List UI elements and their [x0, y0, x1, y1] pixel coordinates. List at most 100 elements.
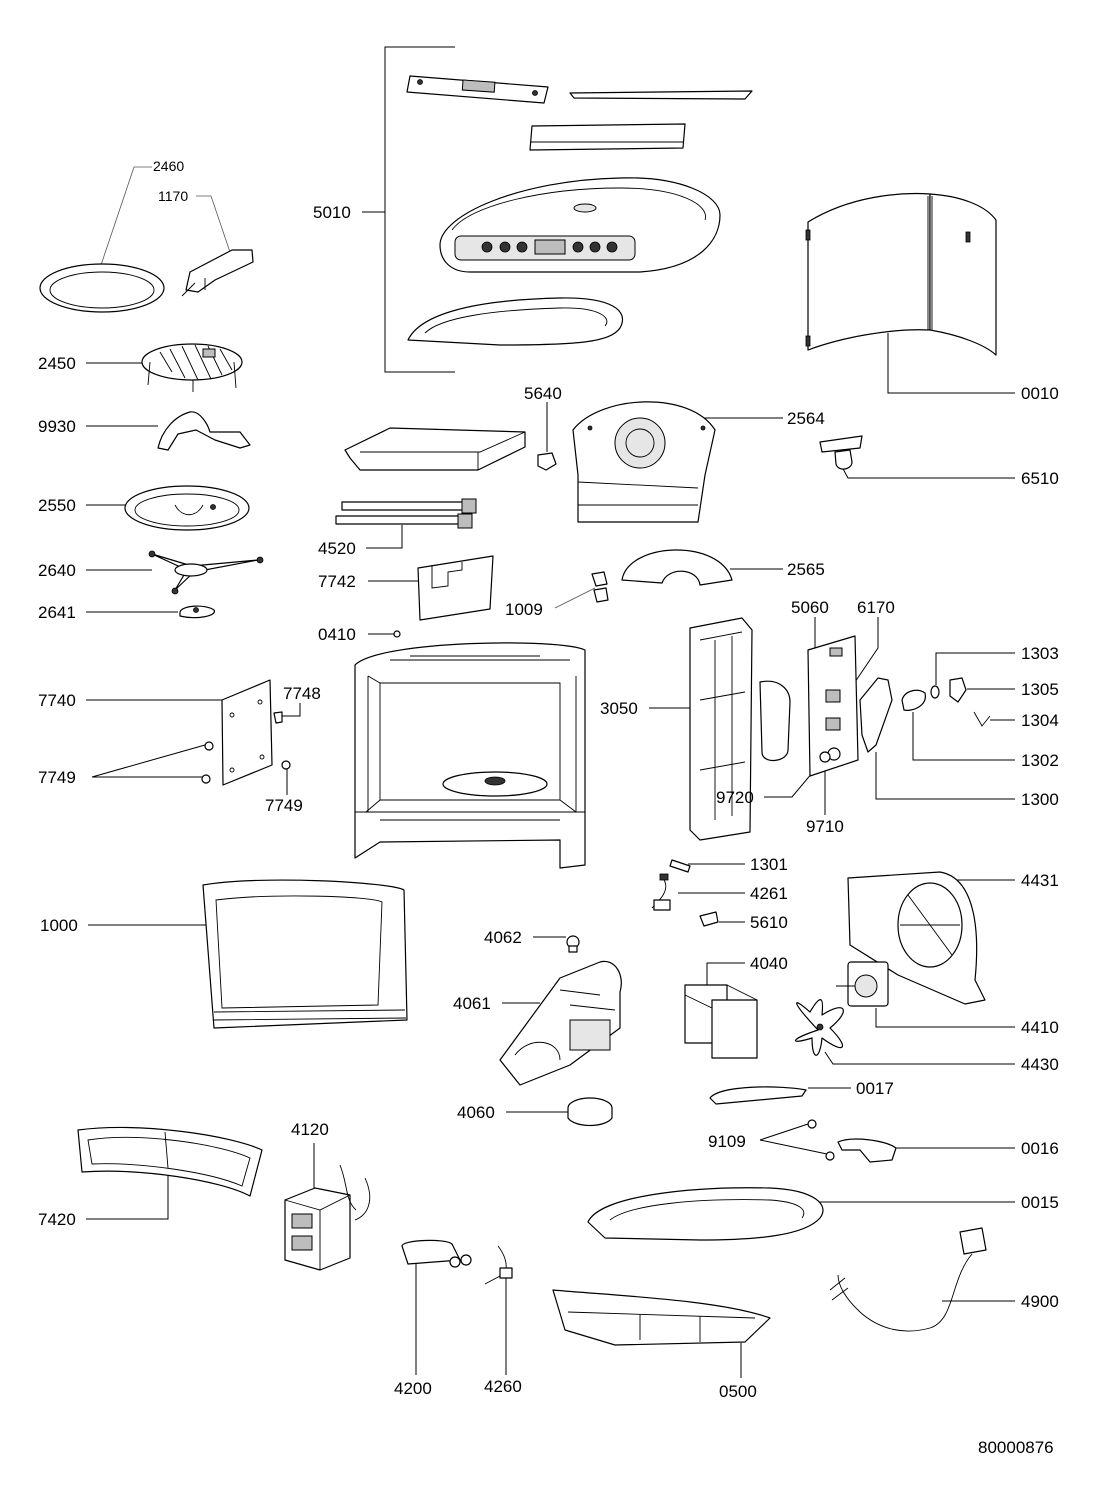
- part-7749-screws: [201, 741, 291, 784]
- part-2550-glass-turntable: [124, 485, 250, 531]
- part-2450-grill-rack: [141, 343, 243, 392]
- drawing-number: 80000876: [978, 1438, 1054, 1457]
- label-1009: 1009: [505, 600, 543, 619]
- label-1000: 1000: [40, 916, 78, 935]
- label-0500: 0500: [719, 1382, 757, 1401]
- label-1301: 1301: [750, 855, 788, 874]
- part-4431-fan-housing: [847, 871, 986, 1005]
- part-2460-round-plate: [39, 263, 165, 313]
- part-1301-wire: [669, 859, 691, 873]
- part-5610-bracket: [699, 911, 719, 927]
- label-0016: 0016: [1021, 1139, 1059, 1158]
- label-5010: 5010: [313, 203, 351, 222]
- part-4061-magnetron: [499, 960, 622, 1086]
- label-9720: 9720: [716, 788, 754, 807]
- part-6170-door-latch: [859, 677, 893, 753]
- part-4410-fan-motor: [836, 961, 889, 1007]
- part-4062-fuse: [566, 935, 580, 953]
- label-7749-right: 7749: [265, 796, 303, 815]
- part-4040-transformer: [684, 984, 758, 1059]
- part-0500-bottom-trim: [552, 1289, 771, 1346]
- label-4200: 4200: [394, 1379, 432, 1398]
- part-1009-bracket: [591, 571, 609, 603]
- part-0016-hinge: [837, 1138, 897, 1163]
- label-1303: 1303: [1021, 644, 1059, 663]
- part-4430-fan-blade: [794, 999, 844, 1056]
- part-2565-stirrer-cover: [621, 549, 733, 586]
- part-2640-roller-support: [148, 550, 264, 595]
- label-1300: 1300: [1021, 790, 1059, 809]
- part-7742-shield-sheet: [417, 555, 494, 621]
- part-7420-door-frame: [77, 1126, 263, 1197]
- label-7740: 7740: [38, 691, 76, 710]
- part-1302-switch: [901, 689, 926, 711]
- part-4261-wire: [651, 873, 671, 911]
- label-1305: 1305: [1021, 680, 1059, 699]
- label-1170: 1170: [158, 188, 188, 204]
- label-0010: 0010: [1021, 384, 1059, 403]
- label-7742: 7742: [318, 572, 356, 591]
- label-4410: 4410: [1021, 1018, 1059, 1037]
- label-4120: 4120: [291, 1120, 329, 1139]
- part-4260-diode: [484, 1245, 513, 1285]
- label-4060: 4060: [457, 1103, 495, 1122]
- part-7740-access-plate: [221, 679, 273, 786]
- label-7748: 7748: [283, 684, 321, 703]
- part-9109-screws: [807, 1119, 835, 1161]
- label-2565: 2565: [787, 560, 825, 579]
- part-6510-lamp: [819, 435, 863, 470]
- part-5010-control-panel-cover: [406, 75, 753, 346]
- label-7420: 7420: [38, 1210, 76, 1229]
- part-1000-door: [202, 879, 408, 1029]
- part-1303-ring: [930, 685, 940, 699]
- part-labels: 2460 1170 5010 0010 2450 9930 2550 2640 …: [38, 158, 1059, 1457]
- label-9109: 9109: [708, 1132, 746, 1151]
- label-1302: 1302: [1021, 751, 1059, 770]
- label-2550: 2550: [38, 496, 76, 515]
- label-4061: 4061: [453, 994, 491, 1013]
- label-5060: 5060: [791, 598, 829, 617]
- label-2460: 2460: [153, 158, 184, 174]
- label-6170: 6170: [857, 598, 895, 617]
- label-7749-left: 7749: [38, 768, 76, 787]
- label-2564: 2564: [787, 409, 825, 428]
- label-6510: 6510: [1021, 469, 1059, 488]
- label-9930: 9930: [38, 417, 76, 436]
- label-9710: 9710: [806, 817, 844, 836]
- label-0015: 0015: [1021, 1193, 1059, 1212]
- label-0410: 0410: [318, 625, 356, 644]
- part-3050-control-frame: [689, 617, 791, 841]
- label-4900: 4900: [1021, 1292, 1059, 1311]
- label-4260: 4260: [484, 1377, 522, 1396]
- part-7742-mica-cover: [344, 427, 526, 471]
- part-7748-screw: [273, 711, 283, 724]
- label-4430: 4430: [1021, 1055, 1059, 1074]
- part-9930-support-bracket: [157, 411, 251, 451]
- part-0017-trim-strip: [709, 1086, 807, 1105]
- part-9710-switch: [819, 751, 831, 763]
- label-4040: 4040: [750, 954, 788, 973]
- label-1304: 1304: [1021, 711, 1059, 730]
- part-0015-base-tray: [587, 1187, 824, 1241]
- label-3050: 3050: [600, 699, 638, 718]
- part-4900-power-cord: [829, 1227, 987, 1332]
- part-1304-spring: [973, 711, 991, 727]
- part-cavity-assembly: [354, 642, 586, 869]
- part-2641-coupler: [179, 605, 215, 619]
- part-5060-switch-holder: [807, 635, 859, 777]
- part-4520-heating-element: [335, 498, 477, 529]
- part-0410-screw: [393, 630, 401, 638]
- part-4200-capacitor: [401, 1239, 472, 1268]
- label-4431: 4431: [1021, 871, 1059, 890]
- part-4060-turntable-motor: [567, 1097, 613, 1127]
- label-4520: 4520: [318, 539, 356, 558]
- label-2450: 2450: [38, 354, 76, 373]
- part-1305-lever: [949, 677, 967, 703]
- part-0010-outer-casing: [805, 192, 997, 356]
- label-5640: 5640: [524, 384, 562, 403]
- part-4120-switch-unit: [284, 1164, 371, 1271]
- part-5640-clip: [537, 452, 557, 471]
- label-4261: 4261: [750, 884, 788, 903]
- part-2564-waveguide-cover: [572, 401, 716, 523]
